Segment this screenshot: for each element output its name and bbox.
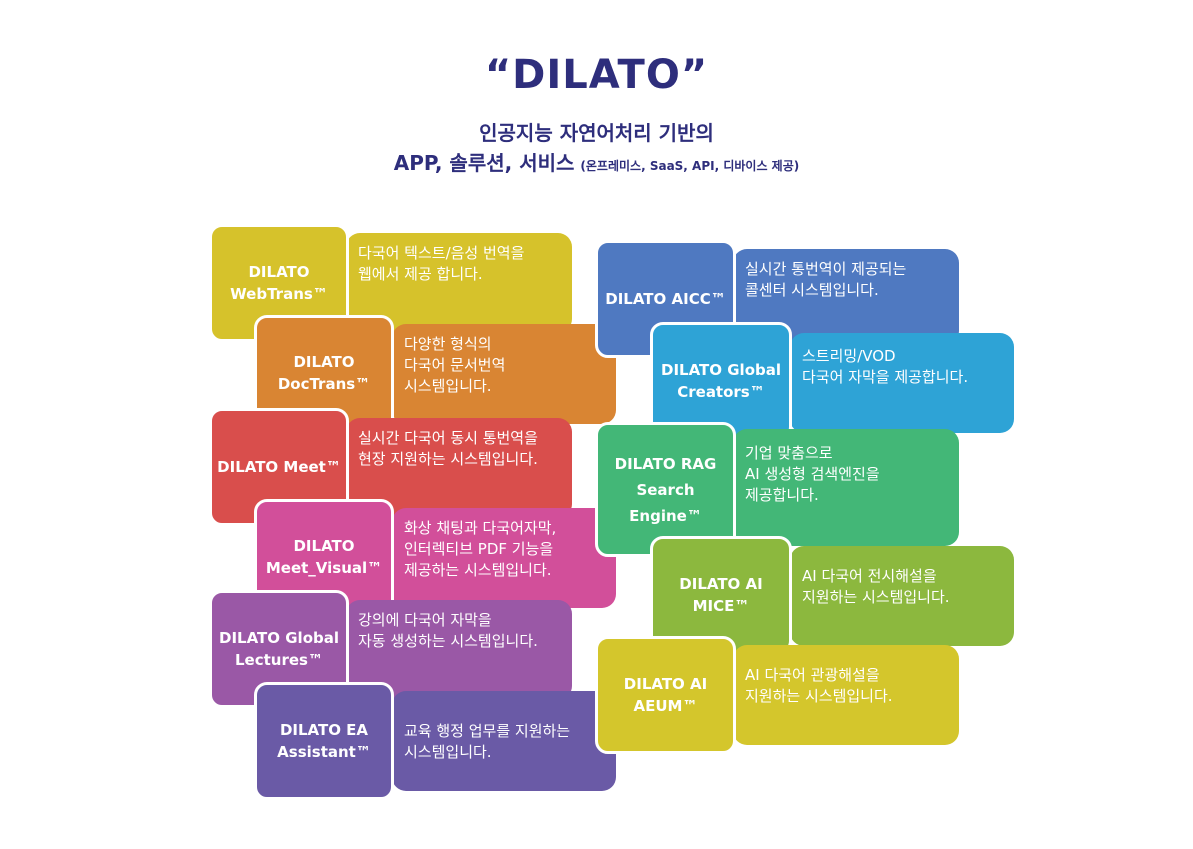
desc-line: 기업 맞춤으로 bbox=[745, 444, 833, 462]
desc-line: 웹에서 제공 합니다. bbox=[358, 265, 483, 283]
desc-line: 다국어 문서번역 bbox=[404, 356, 506, 374]
desc-line: 콜센터 시스템입니다. bbox=[745, 281, 879, 299]
desc-line: AI 생성형 검색엔진을 bbox=[745, 465, 880, 483]
desc-line: 시스템입니다. bbox=[404, 377, 492, 395]
desc-line: 화상 채팅과 다국어자막, bbox=[404, 519, 557, 537]
desc-line: 지원하는 시스템입니다. bbox=[802, 588, 950, 606]
card-description: 화상 채팅과 다국어자막, 인터렉티브 PDF 기능을 제공하는 시스템입니다. bbox=[392, 508, 616, 608]
desc-line: 다국어 텍스트/음성 번역을 bbox=[358, 244, 525, 262]
name-line: DILATO AI bbox=[623, 675, 708, 693]
name-line: DocTrans™ bbox=[277, 375, 371, 393]
name-line: DILATO Meet™ bbox=[217, 458, 341, 476]
product-name: DILATO EA Assistant™ bbox=[254, 682, 394, 800]
desc-line: 실시간 다국어 동시 통번역을 bbox=[358, 429, 538, 447]
card-description: 교육 행정 업무를 지원하는 시스템입니다. bbox=[392, 691, 616, 791]
name-line: DILATO bbox=[293, 353, 355, 371]
card-description: 스트리밍/VOD 다국어 자막을 제공합니다. bbox=[790, 333, 1014, 433]
product-name: DILATO RAG Search Engine™ bbox=[595, 422, 736, 557]
name-line: Assistant™ bbox=[277, 743, 371, 761]
name-line: DILATO AICC™ bbox=[605, 290, 726, 308]
name-line: WebTrans™ bbox=[230, 285, 328, 303]
desc-line: 지원하는 시스템입니다. bbox=[745, 687, 893, 705]
desc-line: 실시간 통번역이 제공되는 bbox=[745, 260, 907, 278]
card-description: 다양한 형식의 다국어 문서번역 시스템입니다. bbox=[392, 324, 616, 424]
desc-line: 강의에 다국어 자막을 bbox=[358, 611, 492, 629]
subtitle-line-1: 인공지능 자연어처리 기반의 bbox=[479, 121, 714, 145]
desc-line: 인터렉티브 PDF 기능을 bbox=[404, 540, 554, 558]
desc-line: 제공합니다. bbox=[745, 486, 819, 504]
card-description: AI 다국어 관광해설을 지원하는 시스템입니다. bbox=[733, 645, 959, 745]
name-line: DILATO Global bbox=[219, 629, 339, 647]
name-line: DILATO bbox=[293, 537, 355, 555]
name-line: Engine™ bbox=[629, 506, 702, 525]
name-line: Meet_Visual™ bbox=[265, 559, 383, 577]
subtitle-main: APP, 솔루션, 서비스 bbox=[393, 151, 575, 175]
card-description: 기업 맞춤으로 AI 생성형 검색엔진을 제공합니다. bbox=[733, 429, 959, 546]
desc-line: 제공하는 시스템입니다. bbox=[404, 561, 552, 579]
page-title: “DILATO” bbox=[484, 52, 709, 98]
desc-line: AI 다국어 관광해설을 bbox=[745, 666, 880, 684]
name-line: DILATO Global bbox=[661, 361, 781, 379]
name-line: DILATO bbox=[248, 263, 310, 281]
name-line: DILATO AI bbox=[679, 575, 763, 593]
name-line: Search bbox=[636, 480, 695, 499]
name-line: MICE™ bbox=[692, 597, 750, 615]
product-name: DILATO AI MICE™ bbox=[650, 536, 792, 654]
subtitle-note: (온프레미스, SaaS, API, 디바이스 제공) bbox=[580, 159, 800, 173]
card-description: AI 다국어 전시해설을 지원하는 시스템입니다. bbox=[790, 546, 1014, 646]
product-name: DILATO AI AEUM™ bbox=[595, 636, 736, 754]
name-line: Lectures™ bbox=[235, 651, 323, 669]
desc-line: 자동 생성하는 시스템입니다. bbox=[358, 632, 538, 650]
desc-line: 다양한 형식의 bbox=[404, 335, 492, 353]
subtitle-line-2: APP, 솔루션, 서비스 (온프레미스, SaaS, API, 디바이스 제공) bbox=[0, 147, 1193, 176]
name-line: DILATO RAG bbox=[614, 454, 717, 473]
desc-line: 스트리밍/VOD bbox=[802, 347, 896, 365]
name-line: DILATO EA bbox=[279, 721, 369, 739]
desc-line: 다국어 자막을 제공합니다. bbox=[802, 368, 969, 386]
name-line: Creators™ bbox=[677, 383, 765, 401]
name-line: AEUM™ bbox=[633, 697, 698, 715]
desc-line: AI 다국어 전시해설을 bbox=[802, 567, 937, 585]
desc-line: 현장 지원하는 시스템입니다. bbox=[358, 450, 538, 468]
desc-line: 교육 행정 업무를 지원하는 bbox=[404, 722, 571, 740]
desc-line: 시스템입니다. bbox=[404, 743, 492, 761]
